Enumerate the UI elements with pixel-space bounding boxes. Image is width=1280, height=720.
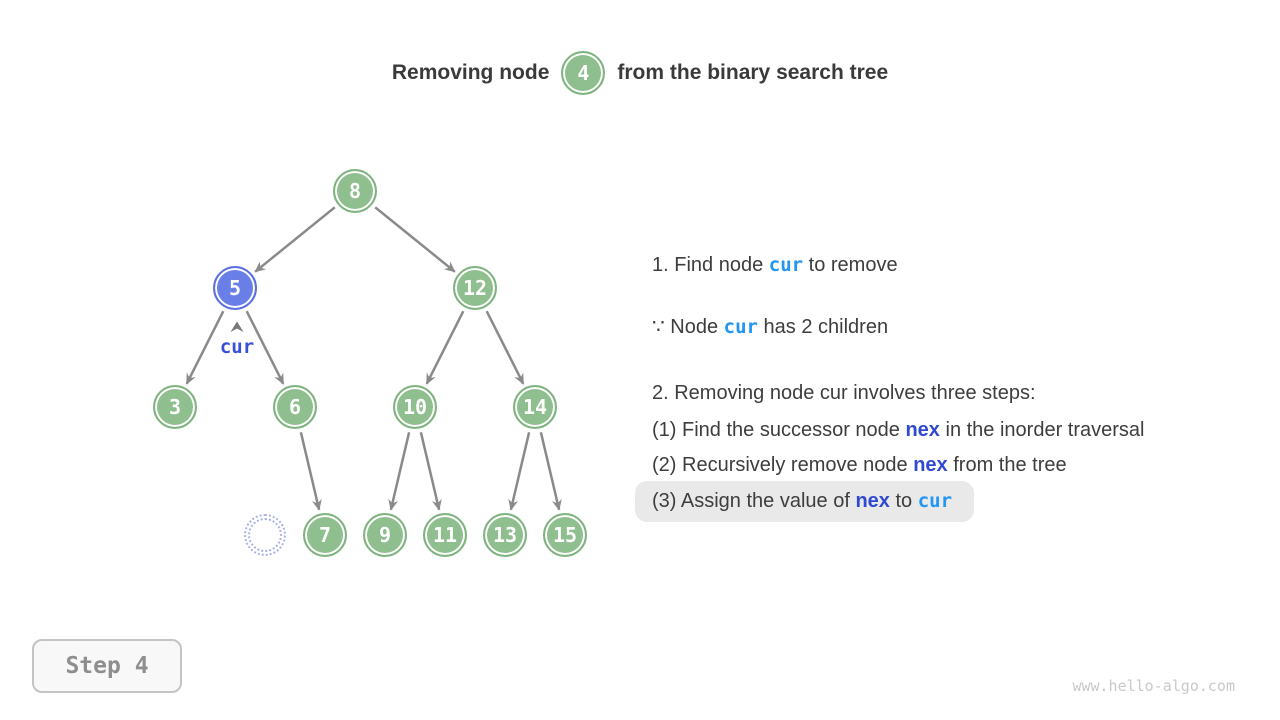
note-text: to remove [803,254,898,276]
tree-node-14: 14 [513,385,557,429]
tree-node-15: 15 [543,513,587,557]
node-value: 9 [378,523,392,547]
tree-node-10: 10 [393,385,437,429]
note-text: has 2 children [757,316,889,338]
note-text: ∵ Node [652,316,724,338]
note-line-1: 1. Find node cur to remove [652,253,898,277]
node-value: 8 [348,179,362,203]
note-line-2: ∵ Node cur has 2 children [652,315,888,339]
note-text: (2) Recursively remove node [652,454,914,476]
title-suffix: from the binary search tree [617,61,889,84]
node-value: 11 [432,523,458,547]
title-prefix: Removing node [391,61,550,84]
note-line-5: (2) Recursively remove node nex from the… [652,453,1067,477]
title-node-value: 4 [577,61,590,85]
step-indicator: Step 4 [32,639,182,693]
note-text: (3) Assign the value of [652,490,856,512]
edge-12-14 [485,310,525,385]
tree-node-12: 12 [453,266,497,310]
note-text: (1) Find the successor node [652,419,906,441]
note-text: to [889,490,918,512]
token-cur: cur [723,316,758,338]
note-text: 1. Find node [652,254,769,276]
edge-10-11 [419,432,442,511]
tree-node-11: 11 [423,513,467,557]
cur-pointer-arrow-icon [230,321,244,332]
tree-node-3: 3 [153,385,197,429]
edge-6-7 [299,432,322,511]
token-cur: cur [917,490,953,512]
edge-8-5 [254,206,336,273]
note-highlight-pill: (3) Assign the value of nex to cur [635,481,975,522]
node-value: 6 [288,395,302,419]
page-title: Removing node 4 from the binary search t… [0,50,1280,96]
edge-10-9 [388,432,411,511]
token-nex: nex [913,454,948,476]
step-label: Step 4 [65,653,149,679]
tree-node-6: 6 [273,385,317,429]
node-value: 5 [228,276,242,300]
tree-node-9: 9 [363,513,407,557]
token-nex: nex [855,490,890,512]
node-value: 10 [402,395,428,419]
token-cur: cur [768,254,804,276]
cur-pointer-label: cur [219,336,255,358]
node-value: 12 [462,276,488,300]
edge-12-10 [425,310,465,385]
tree-node-13: 13 [483,513,527,557]
node-value: 14 [522,395,548,419]
tree-node-8: 8 [333,169,377,213]
note-line-3: 2. Removing node cur involves three step… [652,382,1036,404]
removed-node-placeholder [244,514,286,556]
edge-14-15 [539,432,562,511]
title-node-circle: 4 [561,51,606,95]
edge-8-12 [374,206,456,273]
node-value: 13 [492,523,518,547]
note-line-6: (3) Assign the value of nex to cur [652,490,952,512]
node-value: 3 [168,395,182,419]
edge-14-13 [508,432,531,511]
tree-node-5-current: 5 [213,266,257,310]
tree-node-7: 7 [303,513,347,557]
note-line-4: (1) Find the successor node nex in the i… [652,418,1144,442]
note-text: in the inorder traversal [939,419,1145,441]
node-value: 15 [552,523,578,547]
node-value: 7 [318,523,332,547]
watermark: www.hello-algo.com [1072,677,1235,695]
note-text: from the tree [947,454,1067,476]
token-nex: nex [905,419,940,441]
